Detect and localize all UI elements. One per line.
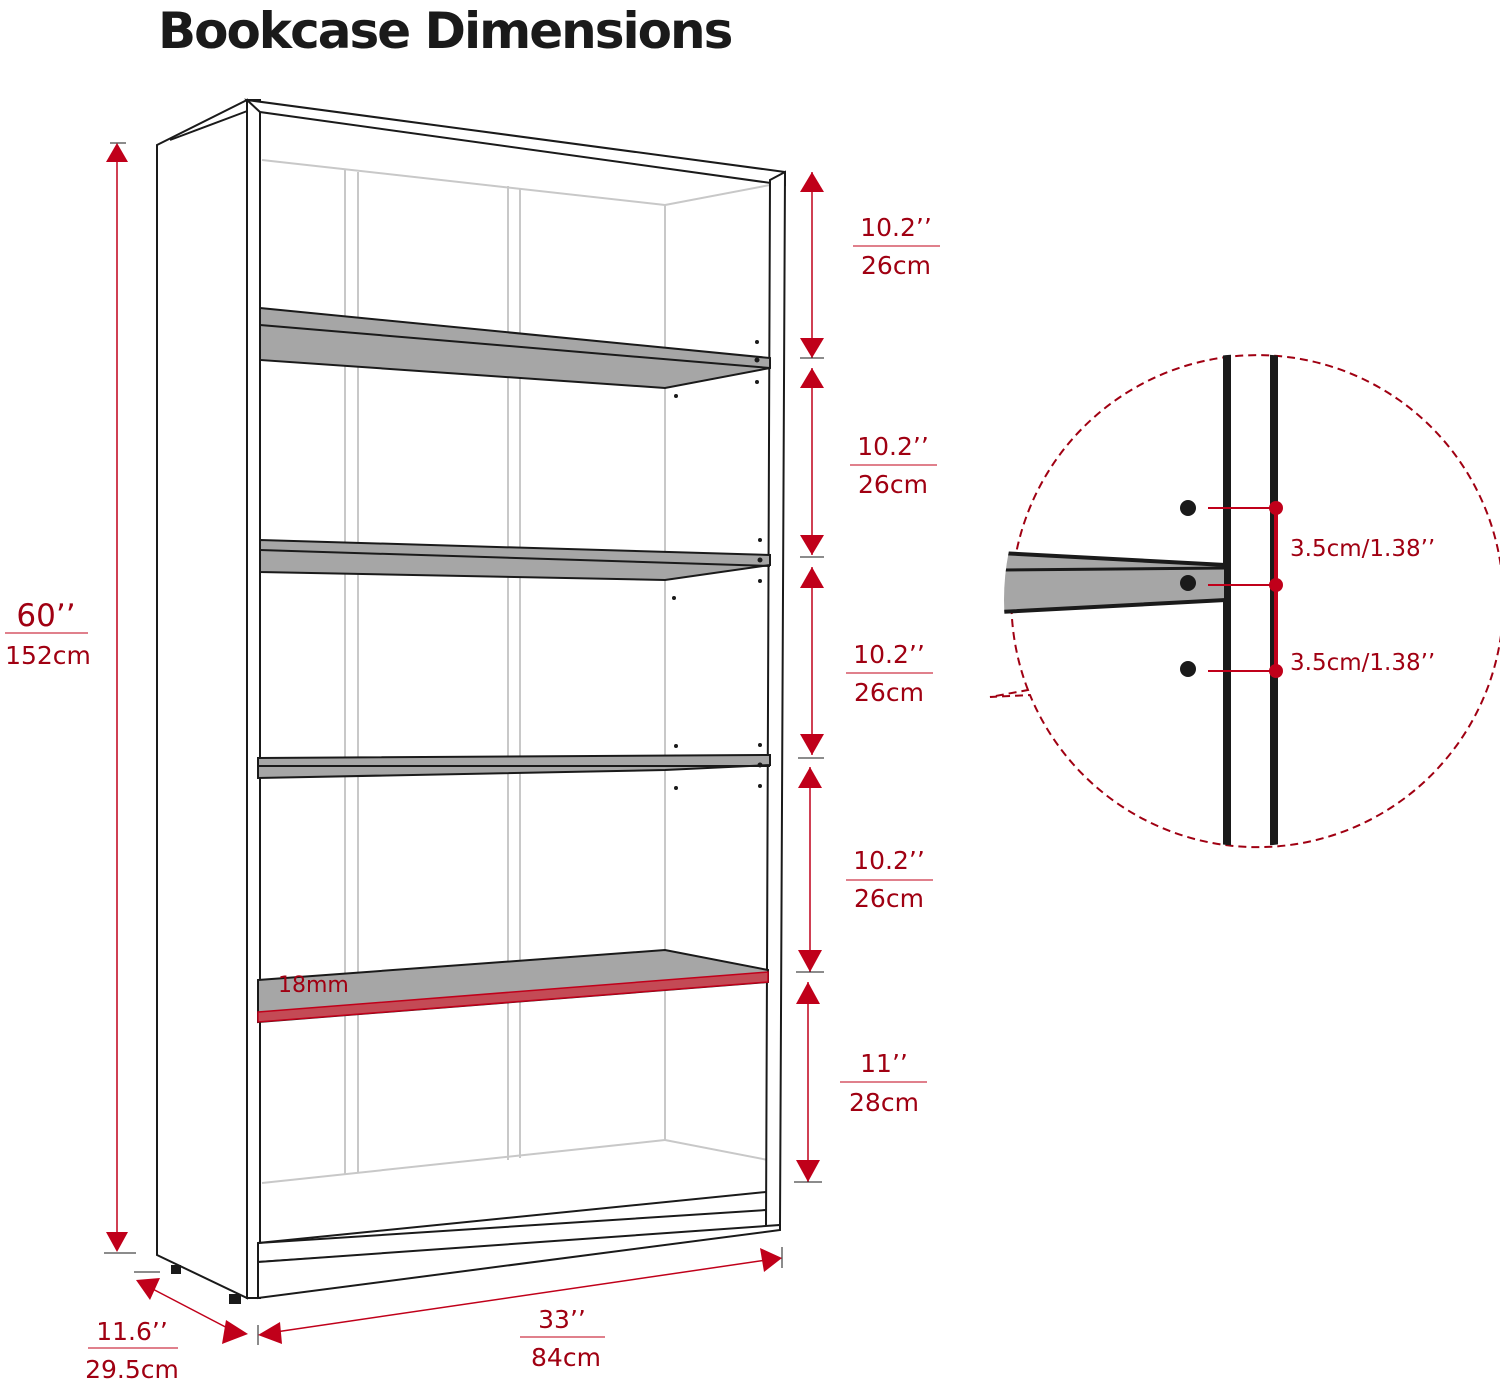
label-shelf-4-cm: 26cm [854, 884, 924, 913]
top-panel [243, 98, 786, 187]
label-total-height-cm: 152cm [5, 641, 91, 670]
left-front-edge [246, 99, 261, 1299]
label-shelf-1-in: 10.2’’ [860, 213, 932, 242]
shelf-2 [259, 538, 771, 582]
label-shelf-2-cm: 26cm [858, 470, 928, 499]
arrow-height-bottom [106, 1232, 128, 1252]
foot-back [171, 1265, 181, 1274]
bottom-board [257, 1223, 781, 1300]
label-shelf-4-in: 10.2’’ [853, 846, 925, 875]
label-shelf-3-cm: 26cm [854, 678, 924, 707]
label-shelf-5-in: 11’’ [860, 1049, 908, 1078]
label-total-height-in: 60’’ [16, 598, 75, 634]
bookcase-drawing [156, 98, 787, 1304]
arrow-height-top [106, 143, 128, 162]
label-depth-cm: 29.5cm [85, 1355, 179, 1384]
pin-holes [672, 340, 763, 790]
foot-front [229, 1294, 241, 1304]
arrow-width-left [258, 1322, 282, 1344]
dimension-labels: 60’’ 152cm 10.2’’ 26cm 10.2’’ 26cm 10.2’… [5, 213, 932, 1384]
zoom-hole-middle [1180, 575, 1196, 591]
label-shelf-5-cm: 28cm [849, 1088, 919, 1117]
label-width-cm: 84cm [531, 1343, 601, 1372]
right-side-panel [764, 170, 787, 1232]
arrow-width-right [760, 1248, 782, 1272]
zoom-hole-bottom [1180, 661, 1196, 677]
arrow-depth-right [222, 1320, 248, 1344]
zoom-hole-top [1180, 500, 1196, 516]
label-shelf-3-in: 10.2’’ [853, 640, 925, 669]
label-depth-in: 11.6’’ [96, 1317, 168, 1346]
label-shelf-2-in: 10.2’’ [857, 432, 929, 461]
left-side-panel [156, 98, 248, 1300]
shelf-4-edge [257, 971, 769, 1023]
label-width-in: 33’’ [538, 1305, 586, 1334]
back-panel-lines [261, 159, 771, 1184]
label-hole-spacing-2: 3.5cm/1.38’’ [1290, 650, 1435, 676]
label-shelf-thickness: 18mm [278, 973, 349, 998]
label-shelf-1-cm: 26cm [861, 251, 931, 280]
shelf-1 [259, 306, 771, 390]
dimension-lines [5, 142, 940, 1349]
fraction-bars [5, 245, 940, 1349]
arrow-depth-left [136, 1278, 160, 1300]
diagram-title: Bookcase Dimensions [158, 2, 733, 60]
zoom-callout: 3.5cm/1.38’’ 3.5cm/1.38’’ [989, 354, 1500, 849]
label-hole-spacing-1: 3.5cm/1.38’’ [1290, 536, 1435, 562]
callout-outline [989, 354, 1500, 849]
